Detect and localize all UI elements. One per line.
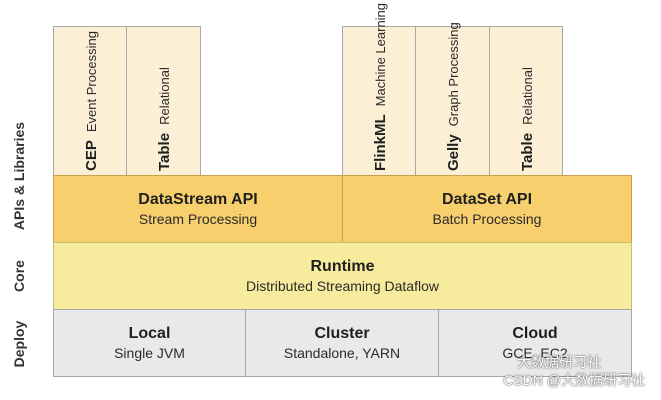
deploy-local-box: Local Single JVM bbox=[53, 309, 246, 377]
deploy-cloud-box: Cloud GCE, EC2 bbox=[438, 309, 632, 377]
deploy-subtitle: GCE, EC2 bbox=[502, 345, 568, 361]
deploy-cluster-box: Cluster Standalone, YARN bbox=[245, 309, 439, 377]
core-subtitle: Distributed Streaming Dataflow bbox=[246, 278, 439, 294]
watermark-csdn: CSDN @大数据研习社 bbox=[503, 372, 645, 388]
datastream-api-box: DataStream API Stream Processing bbox=[53, 175, 343, 243]
library-subtitle: Relational bbox=[156, 67, 172, 125]
library-title: FlinkML bbox=[371, 114, 389, 171]
library-subtitle: Graph Processing bbox=[445, 22, 461, 127]
deploy-title: Local bbox=[128, 325, 171, 342]
library-subtitle: Event Processing bbox=[83, 30, 99, 133]
library-title: Gelly bbox=[444, 134, 462, 171]
library-subtitle: Relational bbox=[519, 67, 535, 125]
deploy-title: Cloud bbox=[512, 325, 558, 342]
api-subtitle: Batch Processing bbox=[432, 211, 542, 227]
deploy-title: Cluster bbox=[314, 325, 370, 342]
row-label-deploy: Deploy bbox=[11, 320, 27, 368]
library-gelly: Gelly Graph Processing bbox=[415, 22, 490, 176]
deploy-subtitle: Single JVM bbox=[114, 345, 185, 361]
library-table-right: Table Relational bbox=[489, 26, 563, 176]
watermark-text: 大数据研习社 bbox=[517, 354, 601, 370]
api-title: DataStream API bbox=[138, 191, 258, 208]
api-subtitle: Stream Processing bbox=[138, 211, 258, 227]
dataset-api-box: DataSet API Batch Processing bbox=[342, 175, 632, 243]
deploy-subtitle: Standalone, YARN bbox=[283, 345, 401, 361]
library-table-left: Table Relational bbox=[126, 26, 201, 176]
library-subtitle: Machine Learning bbox=[372, 2, 388, 107]
core-title: Runtime bbox=[310, 258, 375, 275]
library-title: Table bbox=[155, 132, 173, 171]
row-label-core: Core bbox=[11, 260, 27, 292]
library-title: CEP bbox=[82, 140, 100, 171]
row-label-apis-libraries: APIs & Libraries bbox=[11, 121, 27, 231]
api-title: DataSet API bbox=[441, 191, 533, 208]
runtime-box: Runtime Distributed Streaming Dataflow bbox=[53, 242, 632, 310]
library-title: Table bbox=[518, 132, 536, 171]
library-cep: CEP Event Processing bbox=[53, 26, 127, 176]
library-flinkml: FlinkML Machine Learning bbox=[342, 3, 416, 176]
